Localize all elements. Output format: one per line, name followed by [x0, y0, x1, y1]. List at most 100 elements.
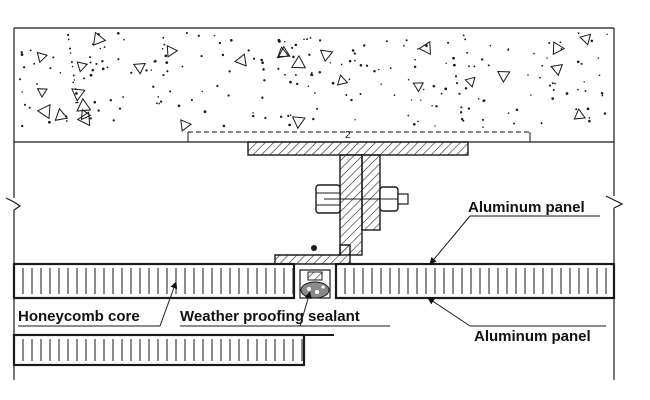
- aggregate-stone: [291, 116, 306, 130]
- aggregate-dot: [407, 114, 410, 117]
- aggregate-dot: [410, 99, 413, 101]
- aggregate-dot: [312, 117, 315, 121]
- aggregate-dot: [185, 31, 188, 35]
- aggregate-dot: [389, 67, 392, 70]
- aggregate-dot: [551, 97, 555, 100]
- aggregate-stone: [496, 70, 511, 83]
- aggregate-dot: [548, 84, 551, 87]
- aggregate-dot: [122, 96, 125, 98]
- aggregate-dot: [348, 78, 351, 81]
- aggregate-stone: [573, 108, 587, 120]
- aggregate-dot: [117, 32, 120, 35]
- aggregate-dot: [263, 79, 266, 82]
- aggregate-dot: [89, 73, 93, 77]
- aggregate-stone: [418, 40, 431, 56]
- aggregate-dot: [354, 59, 356, 62]
- aggregate-dot: [527, 74, 529, 76]
- aggregate-dot: [101, 60, 104, 63]
- aggregate-dot: [365, 64, 369, 67]
- aggregate-stone: [290, 54, 307, 69]
- aggregate-dot: [158, 102, 160, 105]
- aggregate-dot: [65, 120, 68, 122]
- aggregate-dot: [117, 58, 120, 61]
- aggregate-dot: [540, 122, 543, 125]
- aggregate-dot: [227, 94, 230, 97]
- aggregate-dot: [169, 90, 172, 93]
- aggregate-dot: [481, 118, 484, 121]
- aggregate-stone: [80, 108, 92, 121]
- aggregate-dot: [118, 107, 122, 110]
- aggregate-dot: [165, 61, 169, 64]
- aggregate-dot: [583, 81, 585, 83]
- aggregate-dot: [513, 122, 516, 125]
- svg-text:Aluminum panel: Aluminum panel: [474, 328, 591, 345]
- aggregate-dot: [308, 53, 311, 56]
- aggregate-stone: [71, 88, 86, 102]
- aggregate-dot: [260, 58, 263, 62]
- aggregate-dot: [601, 94, 604, 97]
- aggregate-dot: [22, 66, 26, 69]
- aggregate-stone: [36, 103, 51, 120]
- aggregate-dot: [164, 54, 168, 58]
- aggregate-dot: [163, 43, 166, 46]
- aggregate-dot: [279, 115, 283, 119]
- aggregate-dot: [482, 99, 486, 103]
- aggregate-stone: [76, 111, 91, 127]
- aggregate-dot: [413, 65, 417, 69]
- aggregate-dot: [67, 38, 70, 41]
- aggregate-dot: [76, 101, 79, 104]
- aggregate-dot: [288, 123, 291, 127]
- aggregate-dot: [444, 87, 448, 91]
- aggregate-dot: [145, 69, 148, 72]
- aggregate-dot: [348, 59, 352, 63]
- aggregate-dot: [385, 40, 388, 43]
- aggregate-dot: [247, 49, 250, 52]
- label-weather-sealant: Weather proofing sealant: [180, 291, 390, 327]
- aggregate-dot: [551, 82, 554, 85]
- aggregate-dot: [294, 73, 297, 76]
- aggregate-dot: [403, 45, 405, 47]
- aggregate-dot: [277, 38, 281, 42]
- angle-bracket: [274, 244, 351, 265]
- aggregate-dot: [152, 85, 155, 88]
- aggregate-stone: [132, 62, 146, 75]
- aggregate-dot: [329, 62, 332, 64]
- aggregate-dot: [316, 107, 318, 110]
- aggregate-dot: [69, 52, 72, 54]
- aggregate-dot: [49, 67, 52, 70]
- aggregate-dot: [575, 108, 578, 111]
- aggregate-dot: [48, 120, 51, 124]
- label-aluminum-panel-top: Aluminum panel: [429, 199, 600, 265]
- aggregate-dot: [588, 117, 591, 119]
- aggregate-dot: [432, 84, 436, 88]
- aggregate-stone: [336, 74, 349, 86]
- aggregate-dot: [351, 49, 355, 52]
- aggregate-dot: [284, 73, 286, 76]
- aggregate-stone: [234, 53, 247, 67]
- aggregate-dot: [83, 77, 86, 80]
- aggregate-dot: [420, 99, 422, 101]
- aggregate-dot: [21, 91, 23, 93]
- aggregate-dot: [548, 42, 551, 44]
- aggregate-dot: [261, 96, 264, 99]
- aggregate-dot: [460, 117, 464, 121]
- aggregate-dot: [354, 119, 356, 121]
- aggregate-dot: [75, 92, 78, 95]
- concrete-aggregate: [19, 31, 608, 132]
- aggregate-dot: [93, 100, 97, 104]
- aggregate-dot: [434, 125, 436, 127]
- aggregate-dot: [454, 75, 458, 78]
- aggregate-dot: [213, 34, 216, 37]
- aggregate-dot: [311, 71, 313, 74]
- concrete-slab: 2: [14, 27, 614, 143]
- label-honeycomb-core: Honeycomb core: [18, 281, 178, 327]
- aggregate-dot: [600, 92, 604, 95]
- aggregate-stone: [464, 76, 476, 88]
- aggregate-dot: [541, 64, 544, 67]
- aggregate-dot: [200, 55, 203, 58]
- aggregate-dot: [289, 80, 292, 84]
- aggregate-dot: [533, 52, 535, 55]
- aggregate-dot: [590, 39, 594, 43]
- aggregate-dot: [477, 97, 480, 100]
- aggregate-dot: [67, 33, 70, 37]
